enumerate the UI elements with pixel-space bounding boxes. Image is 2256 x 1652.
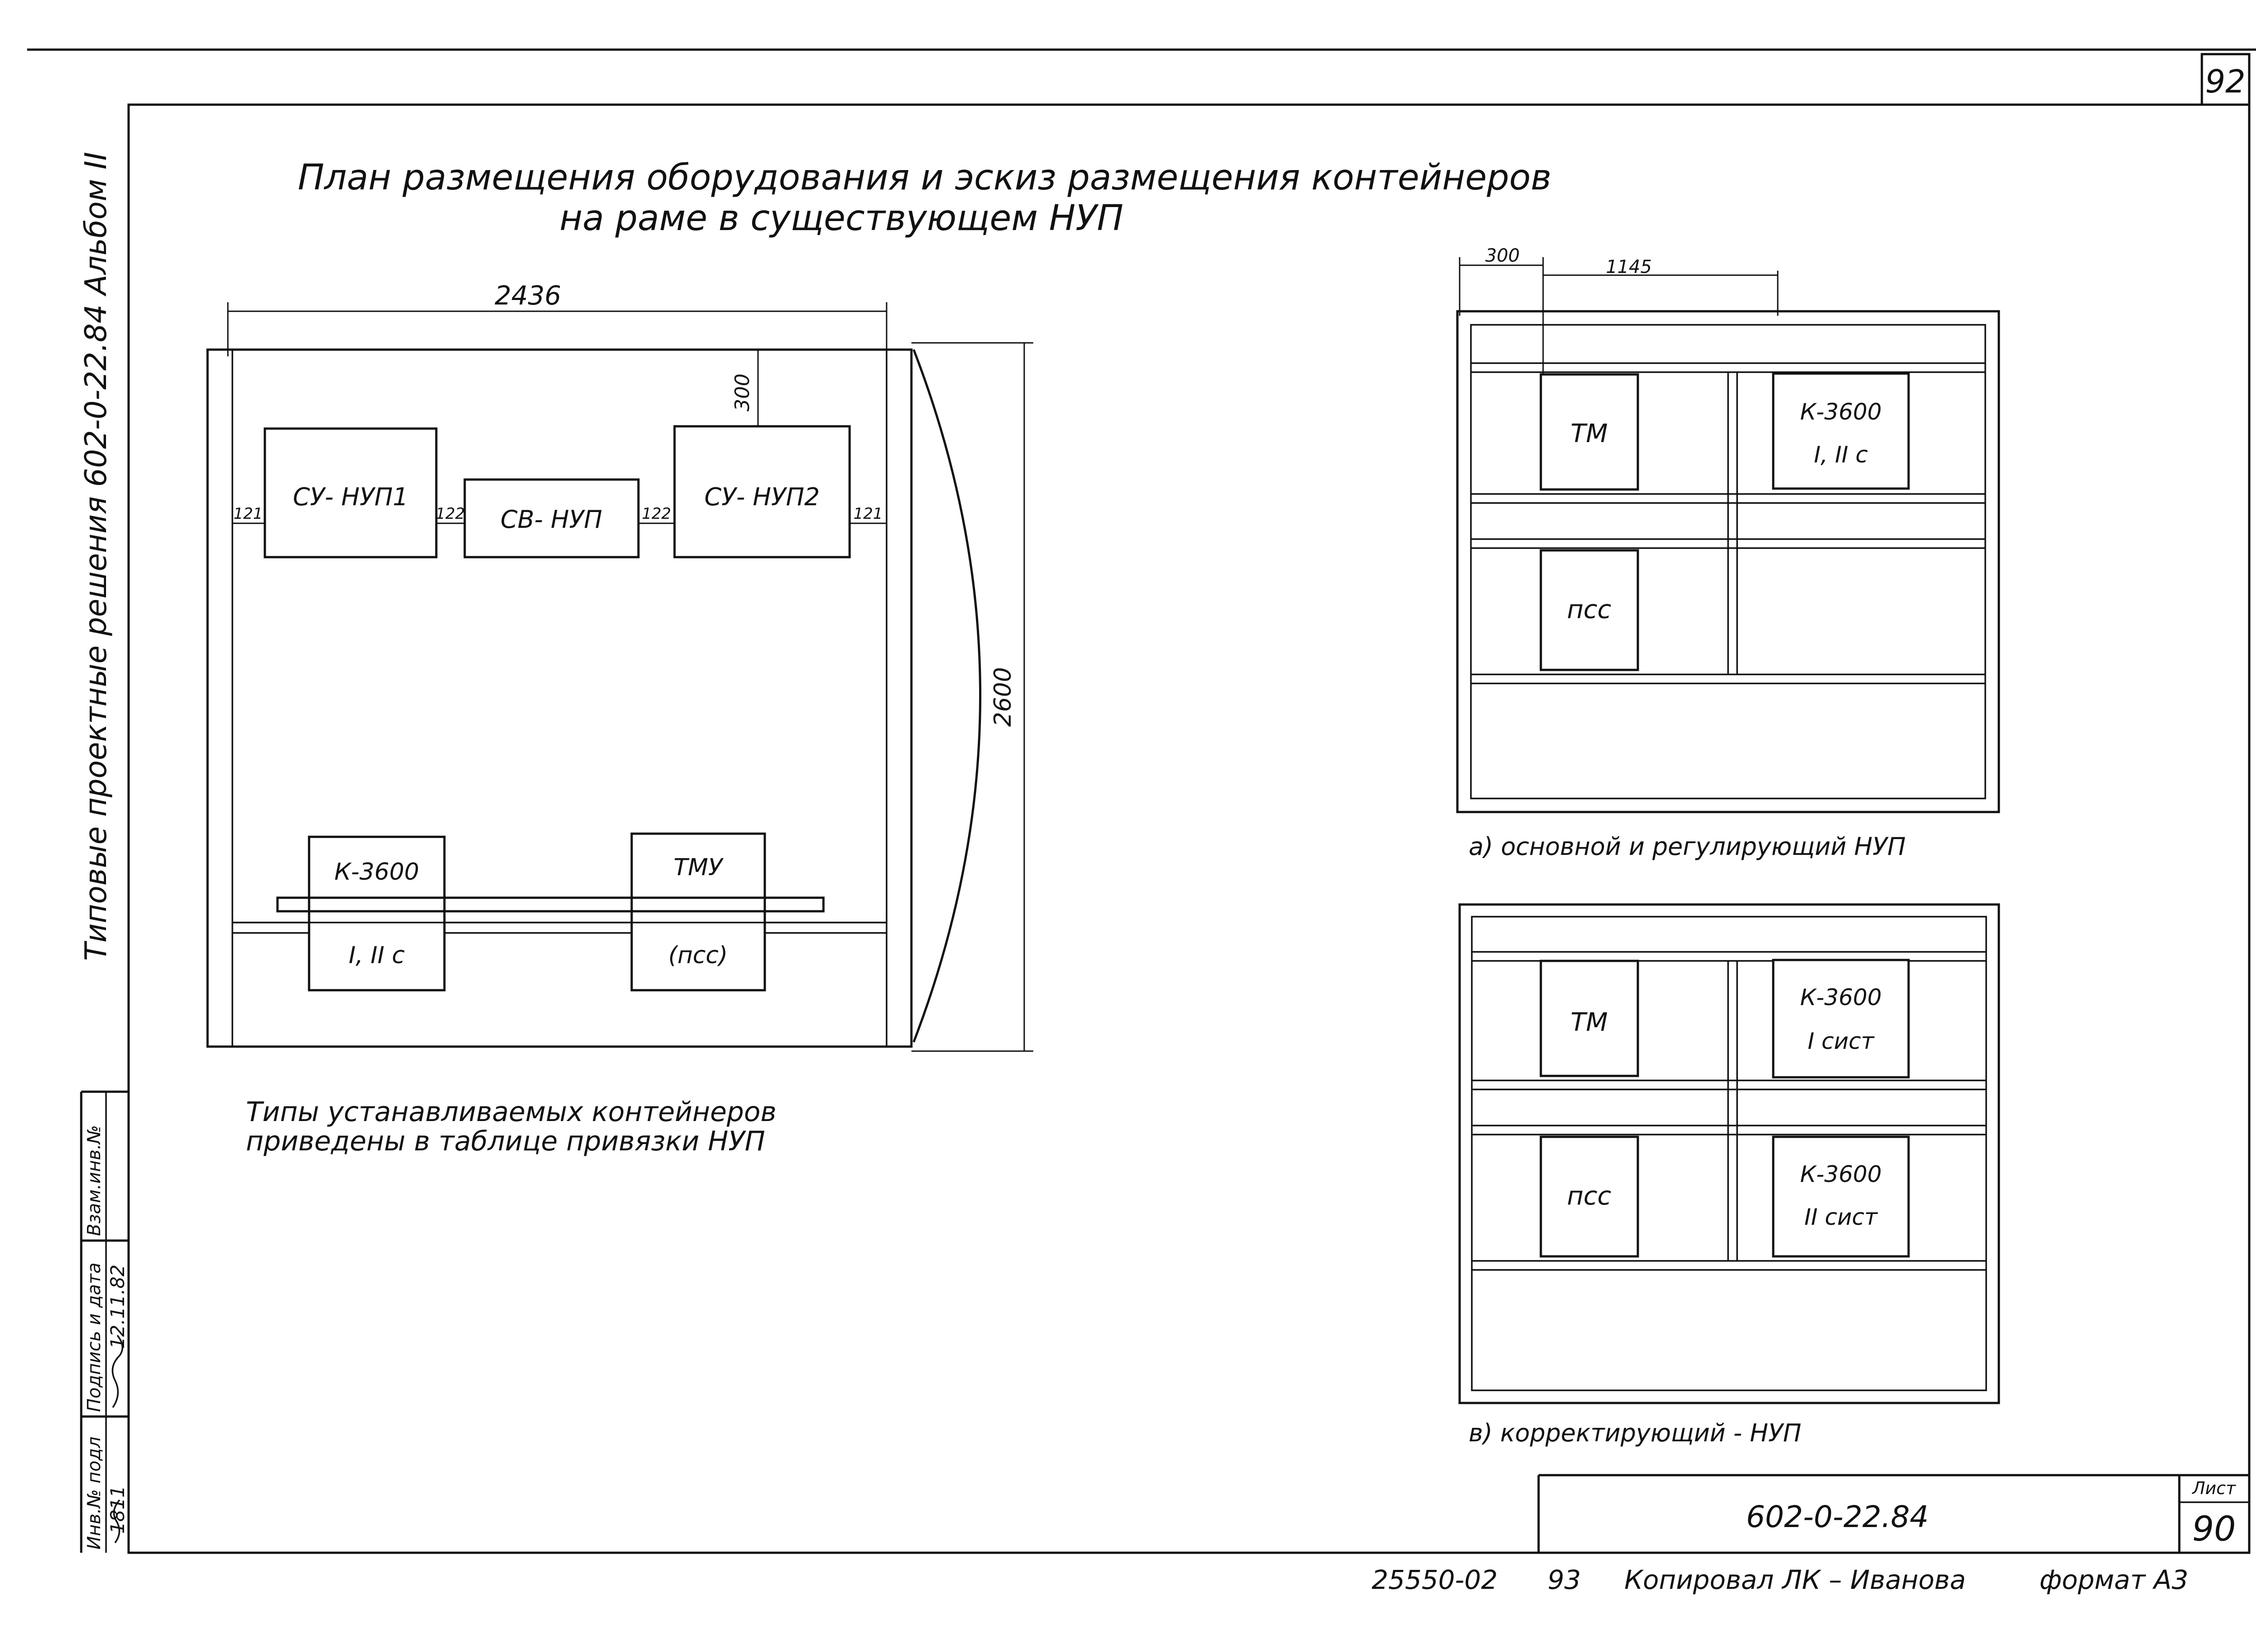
footer-format: формат А3 [2039, 1564, 2188, 1595]
footer-order-number: 25550-02 [1372, 1564, 1498, 1595]
sketch-b-pss [1539, 1135, 1639, 1258]
sketch-a-frame-inner [1470, 324, 1986, 799]
container-types-note-line2: приведены в таблице привязки НУП [246, 1126, 765, 1157]
sheet-number-box [2201, 53, 2251, 106]
signature-mark [111, 1334, 124, 1408]
sketch-a-pss-label: псс [1567, 595, 1611, 624]
sketch-b-k3600-system1-systems: I сист [1808, 1028, 1875, 1054]
sketch-a-k3600-label: К-3600 [1800, 399, 1882, 425]
unit-su-nup2 [673, 425, 851, 558]
sheet-number-top: 92 [2205, 63, 2245, 100]
height-dimension-value: 2600 [989, 667, 1017, 727]
footer-copied-label: Копировал [1624, 1564, 1774, 1595]
drawing-title-line2: на раме в существующем НУП [559, 198, 1123, 239]
sketch-b-k3600-system2-label: К-3600 [1800, 1161, 1882, 1187]
sketch-a-tm-label: ТМ [1571, 419, 1608, 448]
top-offset-dimension-value: 300 [731, 374, 754, 411]
sketch-a-caption: а) основной и регулирующий НУП [1469, 832, 1906, 861]
sketch-a: ТМ К-3600 I, II с псс 300 1145 а) основн… [1456, 245, 2000, 861]
sketch-b: ТМ К-3600 I сист псс К-3600 II сист в) к… [1458, 903, 2000, 1447]
sketch-b-frame-inner [1471, 916, 1987, 1391]
gap-mid2-value: 122 [642, 505, 671, 523]
sketch-b-k3600-system1-label: К-3600 [1800, 984, 1882, 1011]
sketch-a-dim-left: 300 [1485, 245, 1520, 266]
unit-su-nup1-label: СУ- НУП1 [293, 483, 408, 511]
album-caption: Типовые проектные решения 602-0-22.84 Ал… [79, 152, 113, 961]
container-types-note-line1: Типы устанавливаемых контейнеров [246, 1096, 777, 1128]
door-swing-arc [912, 349, 981, 1043]
sketch-b-k3600-system2 [1772, 1135, 1910, 1258]
container-tmu-label: ТМУ [674, 854, 724, 881]
side-stamp: Типовые проектные решения 602-0-22.84 Ал… [79, 152, 129, 1553]
container-k3600 [308, 835, 446, 992]
sketch-b-pss-label: псс [1567, 1181, 1611, 1211]
sketch-b-k3600-system2-systems: II сист [1804, 1204, 1878, 1230]
sketch-b-frame-outer [1458, 903, 2000, 1404]
unit-su-nup2-label: СУ- НУП2 [704, 483, 820, 511]
footer-copier-name: ЛК – Иванова [1781, 1564, 1966, 1595]
sketch-a-frame-outer [1456, 310, 2000, 813]
gap-left-value: 121 [234, 505, 263, 523]
unit-sv-nup [463, 478, 640, 558]
doc-code: 602-0-22.84 [1746, 1500, 1929, 1534]
stamp-sign-date-value: 12.11.82 [106, 1264, 129, 1349]
sketch-b-tm-label: ТМ [1571, 1008, 1608, 1037]
container-tmu-pss: (псс) [668, 942, 728, 969]
sketch-b-k3600-system1 [1772, 959, 1910, 1079]
sketch-a-dim-right: 1145 [1606, 257, 1652, 277]
sheet-value: 90 [2192, 1509, 2236, 1549]
footer-page-number: 93 [1548, 1564, 1581, 1595]
sketch-b-caption: в) корректирующий - НУП [1469, 1419, 1801, 1447]
gap-right-value: 121 [854, 505, 883, 523]
sheet-frame [127, 103, 2251, 1554]
gap-mid1-value: 122 [436, 505, 465, 523]
container-k3600-label: К-3600 [334, 858, 419, 886]
sketch-a-tm [1539, 373, 1639, 491]
width-dimension-value: 2436 [495, 280, 561, 311]
inv-signature-mark [113, 1499, 120, 1544]
sketch-a-pss [1539, 549, 1639, 671]
stamp-replace-inv: Взам.инв.№ [84, 1125, 105, 1236]
equipment-plan: 2436 2600 300 СУ- НУП1 СВ- НУП СУ- НУП2 … [206, 280, 1033, 1157]
sheet-label: Лист [2191, 1478, 2237, 1498]
cross-beam [276, 896, 825, 913]
stamp-inv-orig: Инв.№ подл [84, 1436, 105, 1550]
unit-sv-nup-label: СВ- НУП [500, 505, 602, 534]
unit-su-nup1 [264, 427, 438, 558]
sketch-b-tm [1539, 960, 1639, 1077]
drawing-title-line1: План размещения оборудования и эскиз раз… [298, 157, 1551, 198]
stamp-inv-orig-value: 1811 [106, 1486, 129, 1534]
container-k3600-systems: I, II с [349, 942, 405, 969]
sketch-a-k3600 [1772, 372, 1910, 490]
stamp-sign-date: Подпись и дата [84, 1263, 105, 1412]
footer: 25550-02 93 Копировал ЛК – Иванова форма… [1372, 1564, 2188, 1595]
sketch-a-k3600-systems: I, II с [1814, 442, 1868, 468]
title-block: 602-0-22.84 Лист 90 [1537, 1474, 2249, 1553]
